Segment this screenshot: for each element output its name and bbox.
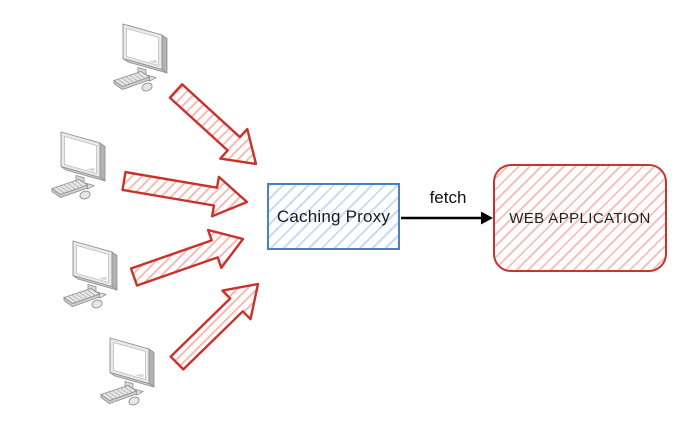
caching-proxy-label: Caching Proxy <box>276 206 391 226</box>
request-arrow-3 <box>129 228 245 287</box>
request-arrow-2 <box>121 170 249 218</box>
desktop-computer-icon <box>51 131 106 201</box>
desktop-computer-icon <box>113 23 168 93</box>
fetch-arrow <box>401 211 493 225</box>
fetch-label: fetch <box>429 188 467 207</box>
request-arrow-4 <box>169 282 260 371</box>
desktop-computer-icon <box>63 240 118 310</box>
web-application-label: WEB APPLICATION <box>509 209 651 227</box>
request-arrow-1 <box>168 83 258 166</box>
desktop-computer-icon <box>100 337 155 407</box>
web-application-node: WEB APPLICATION <box>493 164 667 272</box>
caching-proxy-node: Caching Proxy <box>267 183 400 250</box>
